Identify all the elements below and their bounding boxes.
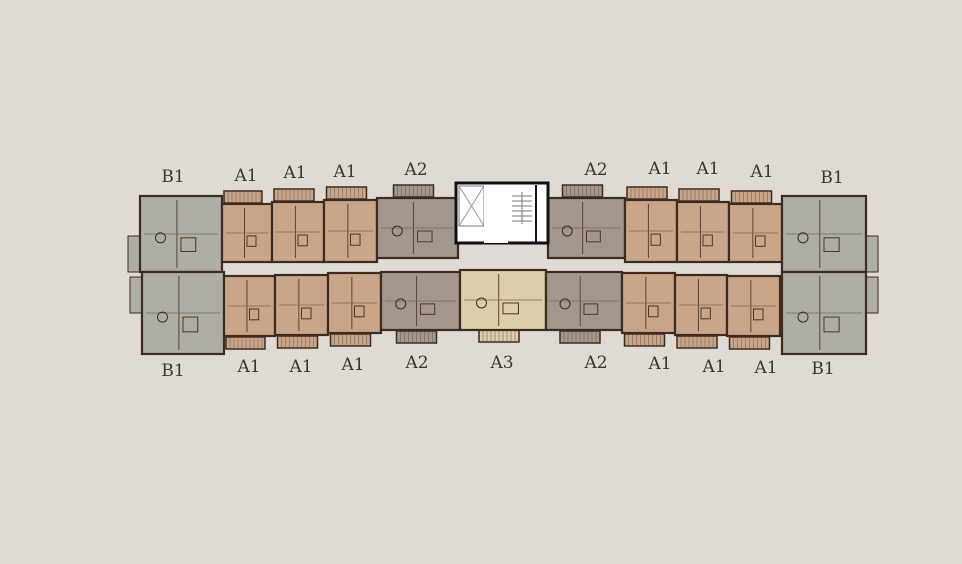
unit-a2[interactable] (379, 270, 462, 344)
dining-table (395, 298, 407, 310)
bathroom (583, 303, 599, 315)
unit-a1[interactable] (725, 274, 782, 350)
unit-label: A1 (701, 357, 725, 377)
unit-label: B1 (161, 361, 184, 381)
bathroom (648, 305, 659, 318)
bathroom (180, 237, 197, 252)
unit-label: A1 (749, 162, 773, 182)
unit-a1[interactable] (727, 190, 784, 264)
unit-label: A1 (288, 357, 312, 377)
unit-b1[interactable] (780, 194, 879, 274)
unit-label: A2 (583, 353, 607, 373)
unit-label: A1 (233, 166, 257, 186)
balcony (225, 336, 266, 350)
bathroom (823, 237, 840, 252)
unit-a2[interactable] (375, 184, 460, 260)
unit-a2[interactable] (546, 184, 627, 260)
balcony (865, 276, 879, 314)
corridor (214, 262, 790, 272)
unit-a1[interactable] (623, 186, 679, 264)
bathroom (586, 230, 601, 243)
bathroom (297, 234, 308, 247)
dining-table (559, 298, 571, 310)
unit-a1[interactable] (222, 274, 277, 350)
bathroom (753, 308, 764, 321)
bathroom (755, 235, 766, 247)
unit-label: A1 (647, 159, 671, 179)
unit-a1[interactable] (220, 190, 274, 264)
balcony (223, 190, 263, 204)
unit-a1[interactable] (273, 273, 330, 349)
lobby (484, 185, 508, 243)
unit-label: B1 (820, 168, 843, 188)
elevator-cross (458, 185, 485, 227)
bathroom (182, 316, 199, 333)
dining-table (797, 311, 809, 323)
bathroom (246, 235, 257, 247)
unit-b1[interactable] (127, 194, 224, 274)
bathroom (700, 307, 711, 320)
unit-label: B1 (161, 167, 184, 187)
units-layer (127, 184, 879, 356)
unit-label: A1 (236, 357, 260, 377)
bathroom (417, 230, 433, 243)
unit-a1[interactable] (270, 188, 326, 264)
unit-a1[interactable] (620, 271, 677, 347)
bathroom (249, 308, 260, 321)
unit-label: A2 (404, 353, 428, 373)
unit-a1[interactable] (675, 188, 731, 264)
balcony (127, 235, 141, 273)
bathroom (702, 234, 713, 247)
unit-label: A1 (332, 162, 356, 182)
balcony (865, 235, 879, 273)
dining-table (155, 232, 166, 244)
dining-table (797, 232, 809, 244)
dining-table (391, 225, 403, 237)
bathroom (301, 307, 312, 320)
elevator-stair-core (454, 181, 550, 245)
unit-label: A1 (647, 354, 671, 374)
bathroom (354, 305, 365, 318)
unit-label: A3 (489, 353, 513, 373)
bathroom (823, 316, 840, 333)
balcony (129, 276, 143, 314)
bathroom (420, 303, 436, 315)
unit-b1[interactable] (129, 270, 226, 356)
unit-label: A1 (340, 355, 364, 375)
unit-label: A1 (282, 163, 306, 183)
dining-table (476, 297, 487, 309)
unit-label: A2 (583, 160, 607, 180)
unit-a1[interactable] (322, 186, 379, 264)
unit-a1[interactable] (673, 273, 729, 349)
unit-a2[interactable] (544, 270, 624, 344)
bathroom (650, 233, 661, 246)
unit-label: A2 (403, 160, 427, 180)
unit-b1[interactable] (780, 270, 879, 356)
unit-a1[interactable] (326, 271, 383, 347)
unit-label: A1 (695, 159, 719, 179)
dining-table (157, 311, 168, 323)
unit-label: A1 (753, 358, 777, 378)
dining-table (561, 225, 573, 237)
bathroom (502, 302, 519, 315)
unit-label: B1 (811, 359, 834, 379)
unit-a3[interactable] (458, 268, 548, 343)
bathroom (350, 233, 361, 246)
stair-icon (512, 192, 532, 224)
